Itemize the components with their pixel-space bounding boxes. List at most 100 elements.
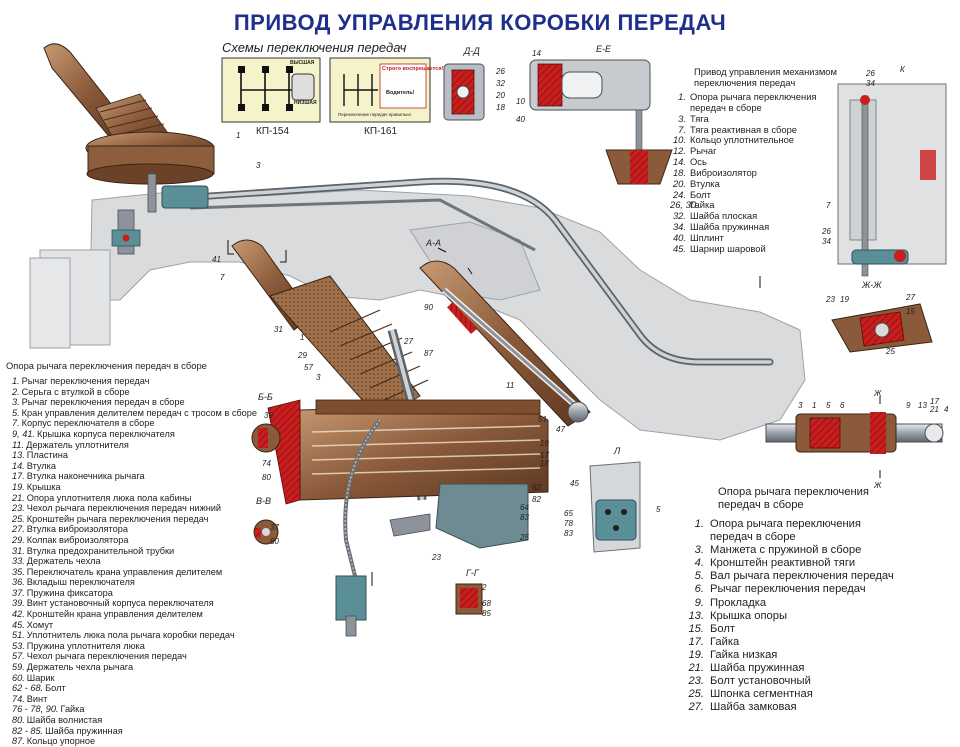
legend-number: 1.: [678, 91, 686, 102]
callout-main: 39: [264, 411, 273, 420]
legend-number: 27.: [688, 701, 704, 714]
legend-row: 14.Ось: [670, 156, 817, 168]
legend-text: Рычаг переключения передач: [710, 583, 866, 596]
legend-row: 19.Крышка: [12, 482, 257, 493]
legend-row: 57.Чехол рычага переключения передач: [12, 651, 257, 662]
legend-row: 45.Шарнир шаровой: [670, 242, 817, 255]
shift-pattern-kp154: [221, 57, 321, 123]
legend-number: 11.: [12, 439, 25, 450]
legend-text: Кронштейн реактивной тяги: [710, 557, 856, 570]
legend-text: Вал рычага переключения передач: [710, 570, 894, 583]
section-label-gg: Г-Г: [466, 568, 479, 578]
callout-main: 68: [482, 599, 491, 608]
legend-number: 17.: [688, 635, 704, 648]
section-zh-zh: [831, 303, 933, 353]
legend-number: 21.: [12, 492, 25, 503]
legend-text: Шайба замковая: [710, 701, 797, 714]
legend-number: 13.: [12, 450, 25, 461]
legend-text: Крышка опоры: [710, 609, 787, 622]
callout-main: 3: [316, 373, 321, 382]
legend-row: 13.Крышка опоры: [680, 610, 894, 623]
legend-text: Кольцо уплотнительное: [690, 134, 795, 146]
legend-row: 3.Тяга: [670, 112, 817, 125]
shift-pattern-kp161: [329, 57, 431, 123]
legend-text: Винт: [26, 693, 48, 704]
legend-row: 7.Корпус переключателя в сборе: [12, 418, 257, 429]
section-a-a: [419, 260, 591, 427]
legend-text: Переключатель крана управления делителем: [26, 566, 223, 577]
legend-text: Рычаг переключения передач: [21, 376, 150, 386]
gearshift-diagram: 142632201810402634К726342319271525315691…: [29, 43, 949, 637]
legend-number: 12.: [672, 145, 686, 157]
legend-text: Гайка: [710, 635, 740, 648]
legend-text: Пластина: [26, 450, 68, 461]
legend-row: 19.Гайка низкая: [680, 649, 894, 662]
section-b-b: [251, 423, 281, 453]
callout-topright: 26: [865, 69, 875, 78]
legend-text: Тяга реактивная в сборе: [690, 123, 798, 135]
legend-text: Ось: [690, 156, 707, 168]
section-label-ee: Е-Е: [596, 44, 612, 54]
callout-dd: 10: [516, 97, 525, 106]
callout-dd: 14: [532, 49, 541, 58]
legend-number: 34.: [672, 221, 686, 233]
legend-row: 3.Манжета с пружиной в сборе: [680, 544, 894, 557]
callout-zh: Ж: [873, 481, 882, 490]
legend-number: 32.: [672, 210, 686, 222]
legend-row: 59.Держатель чехла рычага: [12, 662, 257, 673]
legend-number: 1.: [694, 518, 704, 530]
legend-text: Рычаг переключения передач в сборе: [21, 397, 185, 408]
callout-dd: 26: [495, 67, 505, 76]
legend-topright-heading-2: переключения передач: [694, 77, 796, 88]
legend-number: 57.: [12, 651, 25, 662]
callout-dd: 18: [496, 103, 505, 112]
legend-row: 29.Колпак виброизолятора: [12, 535, 257, 546]
legend-text: Держатель чехла рычага: [26, 662, 134, 673]
legend-text: Пружина уплотнителя люка: [26, 640, 145, 651]
legend-number: 3.: [678, 112, 686, 124]
callout-main: 37: [270, 523, 279, 532]
legend-number: 7.: [12, 418, 20, 429]
legend-number: 42.: [12, 609, 25, 620]
legend-row: передач в сборе: [670, 102, 817, 114]
legend-row: 1.Опора рычага переключения: [680, 518, 894, 531]
callout-main: 1: [300, 333, 304, 342]
legend-text: Втулка наконечника рычага: [26, 471, 145, 482]
legend-row: 15.Болт: [680, 623, 894, 636]
legend-text: Кронштейн крана управления делителем: [26, 609, 203, 620]
callout-zh: Ж: [873, 389, 882, 398]
callout-main: 64: [520, 503, 529, 512]
legend-number: 9.: [694, 596, 704, 609]
callout-main: 2: [481, 583, 487, 592]
callout-main: 3: [256, 161, 261, 170]
section-d-d: [443, 63, 485, 121]
legend-text: Шарнир шаровой: [690, 242, 766, 254]
legend-row: 45.Хомут: [12, 620, 257, 631]
callout-main: 7: [220, 273, 225, 282]
legend-number: 37.: [12, 587, 25, 598]
callout-zh: 1: [812, 401, 816, 410]
callout-main: 57: [304, 363, 313, 372]
callout-zh: 6: [840, 401, 845, 410]
legend-number: 10.: [672, 134, 686, 146]
callout-zhzh: 15: [906, 307, 915, 316]
legend-text: Манжета с пружиной в сборе: [710, 544, 862, 557]
callout-main: 27: [403, 337, 413, 346]
legend-text: Втулка предохранительной трубки: [26, 545, 175, 556]
legend-topright-heading-1: Привод управления механизмом: [694, 66, 837, 77]
legend-row: 42.Кронштейн крана управления делителем: [12, 609, 257, 620]
legend-row: 11.Держатель уплотнителя: [12, 440, 257, 451]
callout-main: 47: [556, 425, 565, 434]
legend-number: 5.: [694, 570, 704, 583]
legend-text: Кольцо упорное: [26, 736, 96, 747]
legend-text: передач в сборе: [710, 531, 796, 544]
legend-text: Крышка корпуса переключателя: [37, 428, 175, 439]
section-label-zhzh: Ж-Ж: [862, 280, 882, 290]
callout-zh: 13: [918, 401, 927, 410]
legend-row: 37.Пружина фиксатора: [12, 588, 257, 599]
callout-main: 5: [656, 505, 661, 514]
legend-row: 32.Шайба плоская: [670, 210, 817, 222]
legend-bottomright-heading-1: Опора рычага переключения: [718, 486, 869, 498]
callout-main: 74: [262, 459, 271, 468]
legend-row: 3.Рычаг переключения передач в сборе: [12, 397, 257, 408]
